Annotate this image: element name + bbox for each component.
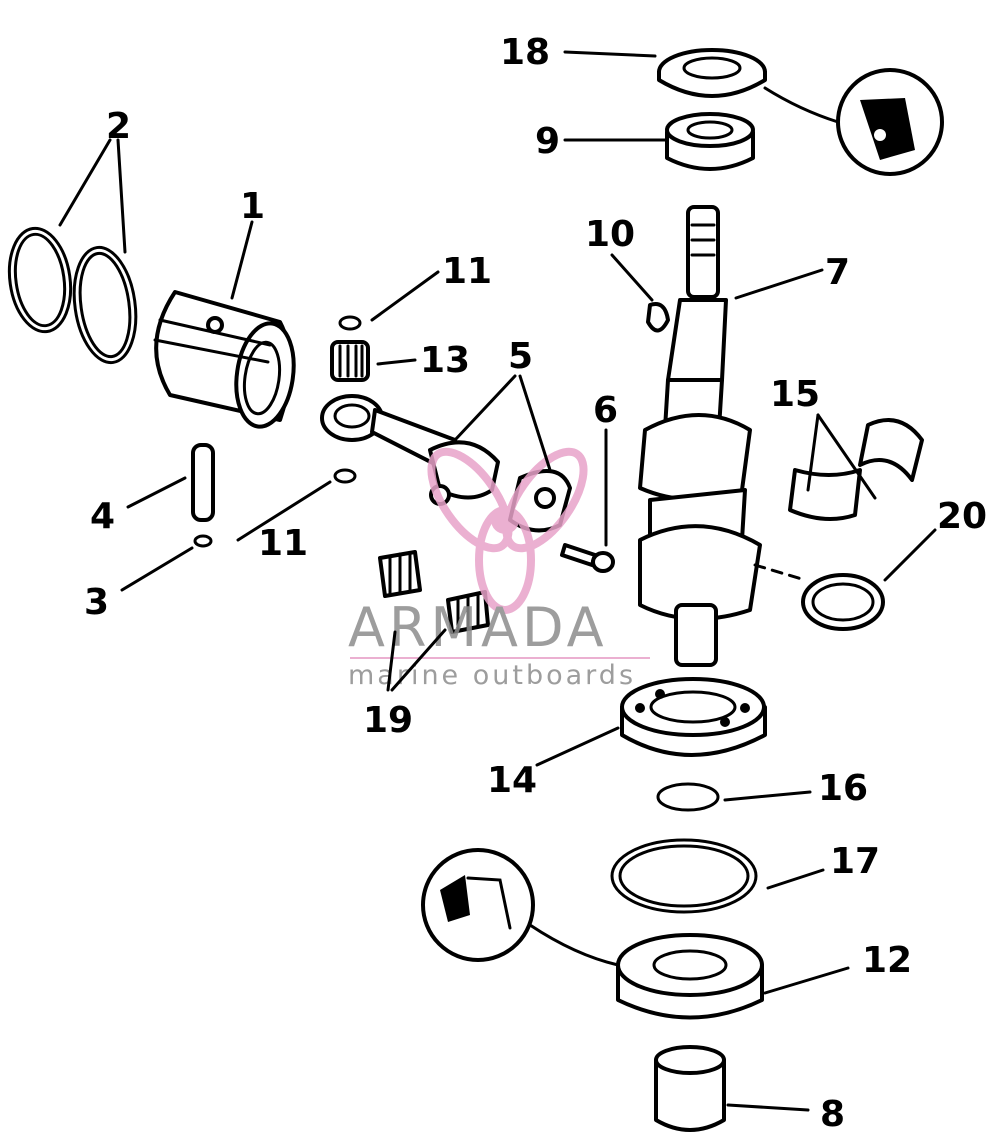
thrust-washers bbox=[333, 315, 362, 484]
callout-numbers: 2 1 4 3 11 13 5 11 6 19 18 9 10 7 15 20 … bbox=[84, 32, 987, 1135]
upper-oil-seal bbox=[657, 48, 767, 98]
callout-1: 1 bbox=[240, 186, 265, 227]
callout-7: 7 bbox=[825, 252, 850, 293]
leader-lines bbox=[58, 50, 937, 1112]
callout-3: 3 bbox=[84, 582, 109, 623]
bearing-retainer-ring bbox=[801, 573, 885, 631]
callout-4: 4 bbox=[90, 496, 115, 537]
main-bearing-halves bbox=[788, 418, 924, 521]
callout-5: 5 bbox=[508, 336, 533, 377]
callout-12: 12 bbox=[862, 940, 912, 981]
callout-19: 19 bbox=[363, 700, 413, 741]
callout-15: 15 bbox=[770, 374, 820, 415]
crankshaft bbox=[638, 205, 807, 667]
callout-6: 6 bbox=[593, 390, 618, 431]
needle-bearing-wrist-pin bbox=[330, 340, 370, 382]
callout-10: 10 bbox=[585, 214, 635, 255]
piston bbox=[153, 290, 296, 429]
snap-ring-small bbox=[656, 782, 720, 812]
callout-17: 17 bbox=[830, 841, 880, 882]
lower-oil-seal bbox=[616, 933, 764, 1020]
roller-bearing-cages bbox=[378, 550, 490, 634]
callout-14: 14 bbox=[487, 760, 537, 801]
bushing bbox=[654, 1045, 726, 1132]
callout-18: 18 bbox=[500, 32, 550, 73]
rod-bolt bbox=[560, 543, 615, 573]
sealant-tube-icon bbox=[763, 68, 944, 176]
callout-11-top: 11 bbox=[442, 251, 492, 292]
callout-2: 2 bbox=[106, 106, 131, 147]
callout-20: 20 bbox=[937, 496, 987, 537]
piston-rings bbox=[7, 226, 138, 365]
retaining-clip bbox=[193, 534, 213, 548]
lower-ball-bearing bbox=[620, 677, 767, 757]
callout-16: 16 bbox=[818, 768, 868, 809]
callout-8: 8 bbox=[820, 1094, 845, 1135]
callout-11-bottom: 11 bbox=[258, 523, 308, 564]
snap-ring-large bbox=[610, 838, 758, 914]
callout-13: 13 bbox=[420, 340, 470, 381]
woodruff-key bbox=[646, 302, 670, 333]
propeller-icon bbox=[427, 447, 588, 614]
sealant-tube-icon bbox=[421, 848, 620, 967]
watermark-title: ARMADA bbox=[348, 596, 608, 659]
piston-pin bbox=[191, 443, 215, 522]
upper-ball-bearing bbox=[665, 112, 755, 171]
callout-9: 9 bbox=[535, 121, 560, 162]
